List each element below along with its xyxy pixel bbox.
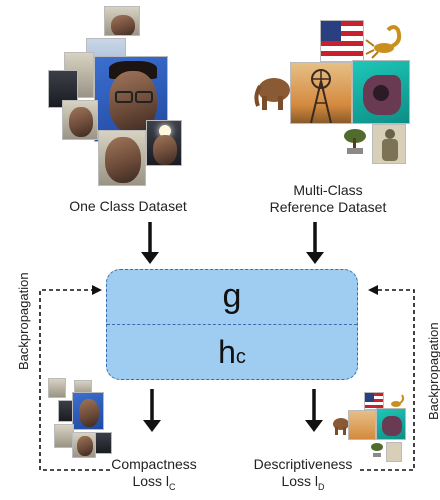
reference-dataset-line1: Multi-Class (293, 182, 363, 198)
g-label: g (222, 277, 242, 315)
face-photo (146, 120, 182, 166)
backprop-right-path (360, 289, 415, 471)
backprop-left-arrowhead (92, 285, 102, 295)
figurine-photo (386, 442, 402, 462)
face-photo (48, 378, 66, 398)
reference-dataset-line2: Reference Dataset (269, 199, 387, 215)
face-photo (72, 432, 96, 458)
compactness-subscript: C (169, 481, 176, 492)
one-class-dataset-text: One Class Dataset (69, 198, 187, 214)
bonsai-image (370, 442, 384, 458)
model-box: g hc (106, 269, 358, 380)
elephant-image (252, 70, 292, 114)
one-class-dataset-label: One Class Dataset (50, 198, 206, 215)
flag-photo (320, 20, 364, 62)
compactness-line1: Compactness (111, 456, 197, 472)
object-photo (376, 408, 406, 440)
scorpion-image (386, 392, 406, 410)
figurine-photo (372, 124, 406, 164)
compactness-loss-label: Compactness Loss lC (104, 456, 204, 496)
descriptiveness-line2: Loss lD (240, 473, 366, 496)
g-network-label: g (107, 276, 357, 316)
face-photo (72, 392, 104, 430)
compactness-loss-text: Loss l (132, 473, 170, 489)
arrowhead-compactness (143, 420, 161, 432)
face-photo (104, 6, 140, 36)
face-photo (94, 432, 112, 454)
backprop-left-label: Backpropagation (16, 272, 31, 370)
arrowhead-reference (306, 252, 324, 264)
descriptiveness-loss-label: Descriptiveness Loss lD (240, 456, 366, 496)
arrowhead-descriptiveness (305, 420, 323, 432)
bonsai-image (342, 126, 368, 156)
face-photo (62, 100, 98, 140)
backprop-left-text: Backpropagation (16, 272, 31, 370)
backprop-right-arrowhead (368, 285, 378, 295)
arrowhead-one-class (141, 252, 159, 264)
elephant-image (330, 414, 350, 436)
reference-dataset-label: Multi-Class Reference Dataset (248, 182, 408, 216)
descriptiveness-loss-text: Loss l (281, 473, 319, 489)
face-photo (98, 130, 146, 186)
windmill-photo (348, 410, 376, 440)
h-label: h (218, 334, 236, 370)
backprop-left-path (39, 289, 110, 471)
backprop-right-label: Backpropagation (426, 322, 440, 420)
model-divider (107, 324, 357, 325)
compactness-line2: Loss lC (104, 473, 204, 496)
h-subscript: c (235, 346, 246, 368)
backprop-right-text: Backpropagation (426, 322, 440, 420)
face-photo (54, 424, 74, 448)
descriptiveness-line1: Descriptiveness (253, 456, 353, 472)
flag-photo (364, 392, 384, 410)
h-network-label: hc (107, 332, 357, 377)
windmill-photo (290, 62, 352, 124)
descriptiveness-subscript: D (318, 481, 325, 492)
scorpion-image (364, 22, 406, 60)
object-photo (352, 60, 410, 124)
